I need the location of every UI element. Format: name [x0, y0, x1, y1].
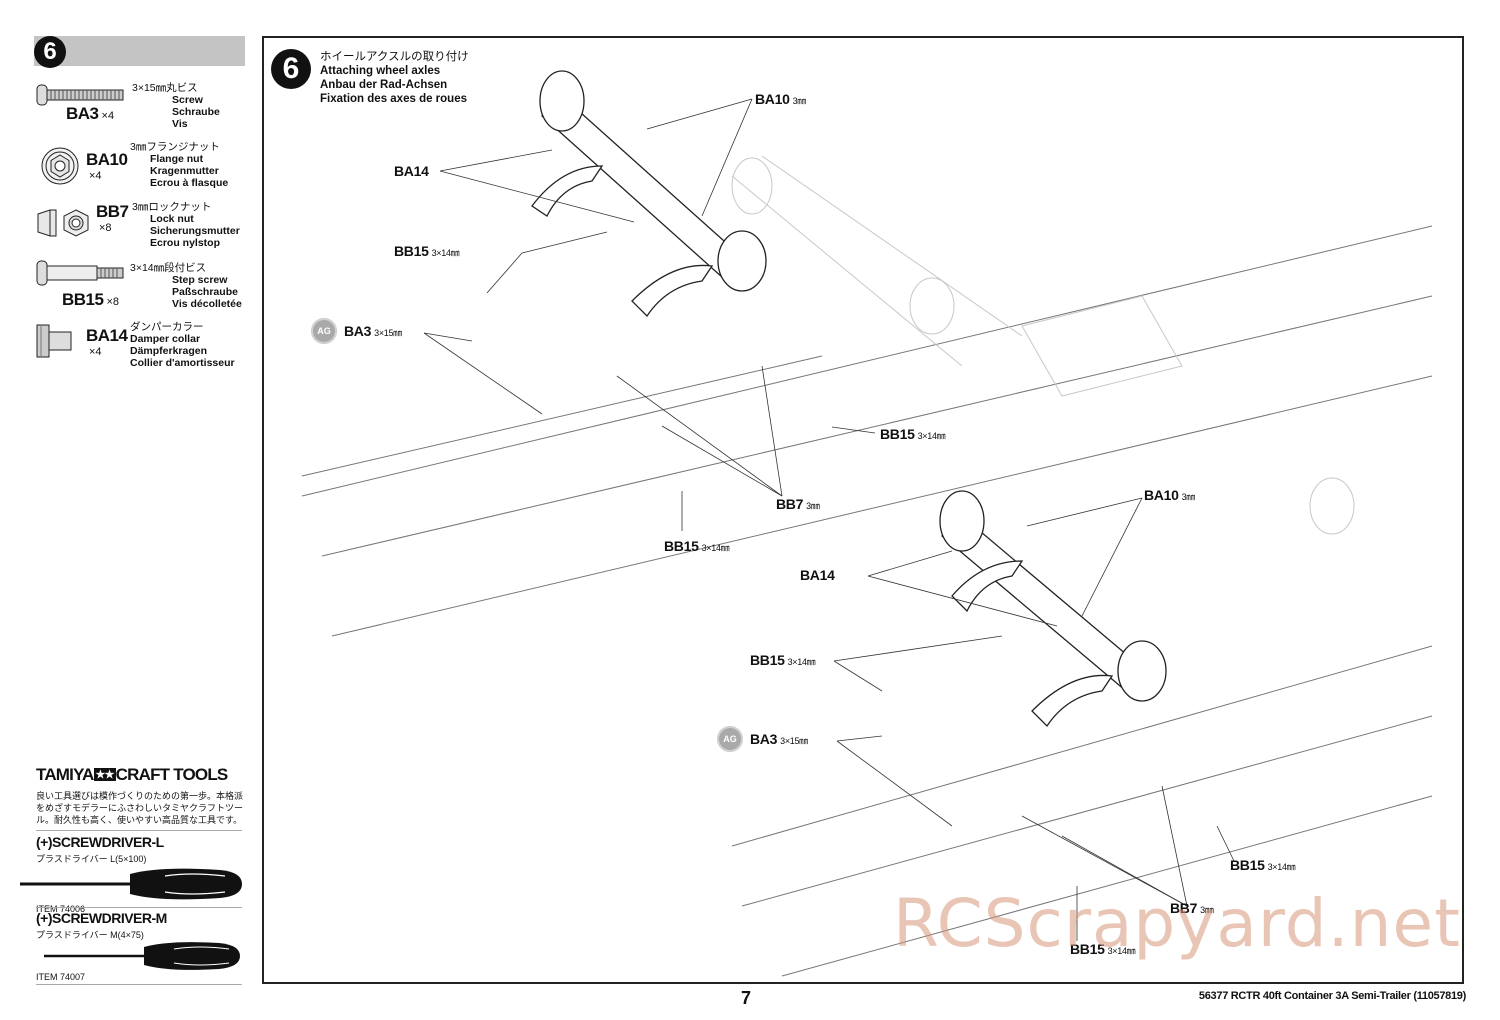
flange-nut-icon [41, 147, 79, 185]
callout-ba14-lower: BA14 [800, 567, 835, 583]
part-desc-ba14: ダンパーカラー Damper collar Dämpferkragen Coll… [130, 321, 235, 369]
part-label-ba10: BA10 ×4 [86, 150, 128, 182]
damper-collar-icon [36, 324, 72, 358]
page-number: 7 [741, 988, 752, 1008]
lock-nut-icon [37, 209, 89, 237]
tamiya-star-logo: ★★ [93, 768, 116, 781]
divider [36, 907, 242, 908]
ag-badge-lower: AG [717, 726, 743, 752]
step-screw-icon [36, 260, 124, 286]
callout-ba14-upper: BA14 [394, 163, 429, 179]
part-icon-flange-nut [40, 146, 80, 191]
divider [36, 830, 242, 831]
step-header-bar [34, 36, 245, 66]
tool-sub-screwdriver-m: プラスドライバー M(4×75) [36, 930, 144, 940]
part-desc-bb7: 3㎜ロックナット Lock nut Sicherungsmutter Ecrou… [132, 201, 240, 249]
part-desc-ba3: 3×15㎜丸ビス Screw Schraube Vis [132, 82, 220, 130]
ag-badge-upper: AG [311, 318, 337, 344]
step-title: ホイールアクスルの取り付け Attaching wheel axles Anba… [320, 51, 469, 105]
upper-axle-drawing [531, 70, 767, 318]
part-desc-bb15: 3×14㎜段付ビス Step screw Paßschraube Vis déc… [130, 262, 242, 310]
step-number-badge: 6 [34, 36, 66, 68]
lower-axle-drawing [939, 490, 1167, 728]
part-icon-lock-nut [36, 208, 96, 243]
screw-icon [36, 84, 124, 106]
tool-name-screwdriver-l: (+)SCREWDRIVER-L [36, 834, 164, 850]
step-frame [262, 36, 1464, 984]
tool-name-screwdriver-m: (+)SCREWDRIVER-M [36, 910, 167, 926]
part-label-bb7: BB7 ×8 [96, 202, 129, 234]
screwdriver-l-icon [20, 866, 245, 907]
part-desc-ba10: 3㎜フランジナット Flange nut Kragenmutter Ecrou … [130, 141, 229, 189]
footer-product-title: 56377 RCTR 40ft Container 3A Semi-Traile… [1198, 990, 1466, 1002]
item-number-74006: ITEM 74006 [36, 904, 86, 914]
divider [36, 984, 242, 985]
part-label-ba14: BA14 ×4 [86, 326, 128, 358]
assembly-drawing [301, 70, 1433, 977]
tamiya-craft-tools-title: TAMIYA★★CRAFT TOOLS [36, 765, 228, 784]
watermark: RCScrapyard.net [893, 885, 1461, 962]
step-number-circle: 6 [271, 49, 311, 89]
tool-sub-screwdriver-l: プラスドライバー L(5×100) [36, 854, 147, 864]
part-icon-screw [36, 83, 126, 112]
item-number-74007: ITEM 74007 [36, 972, 86, 982]
part-label-bb15: BB15×8 [62, 290, 120, 309]
part-icon-damper-collar [36, 323, 76, 364]
screwdriver-m-icon [44, 940, 244, 977]
tools-description: 良い工具選びは模作づくりのための第一歩。本格派をめざすモデラーにふさわしいタミヤ… [36, 791, 244, 825]
part-icon-step-screw [36, 260, 126, 291]
part-label-ba3: BA3×4 [66, 104, 115, 123]
